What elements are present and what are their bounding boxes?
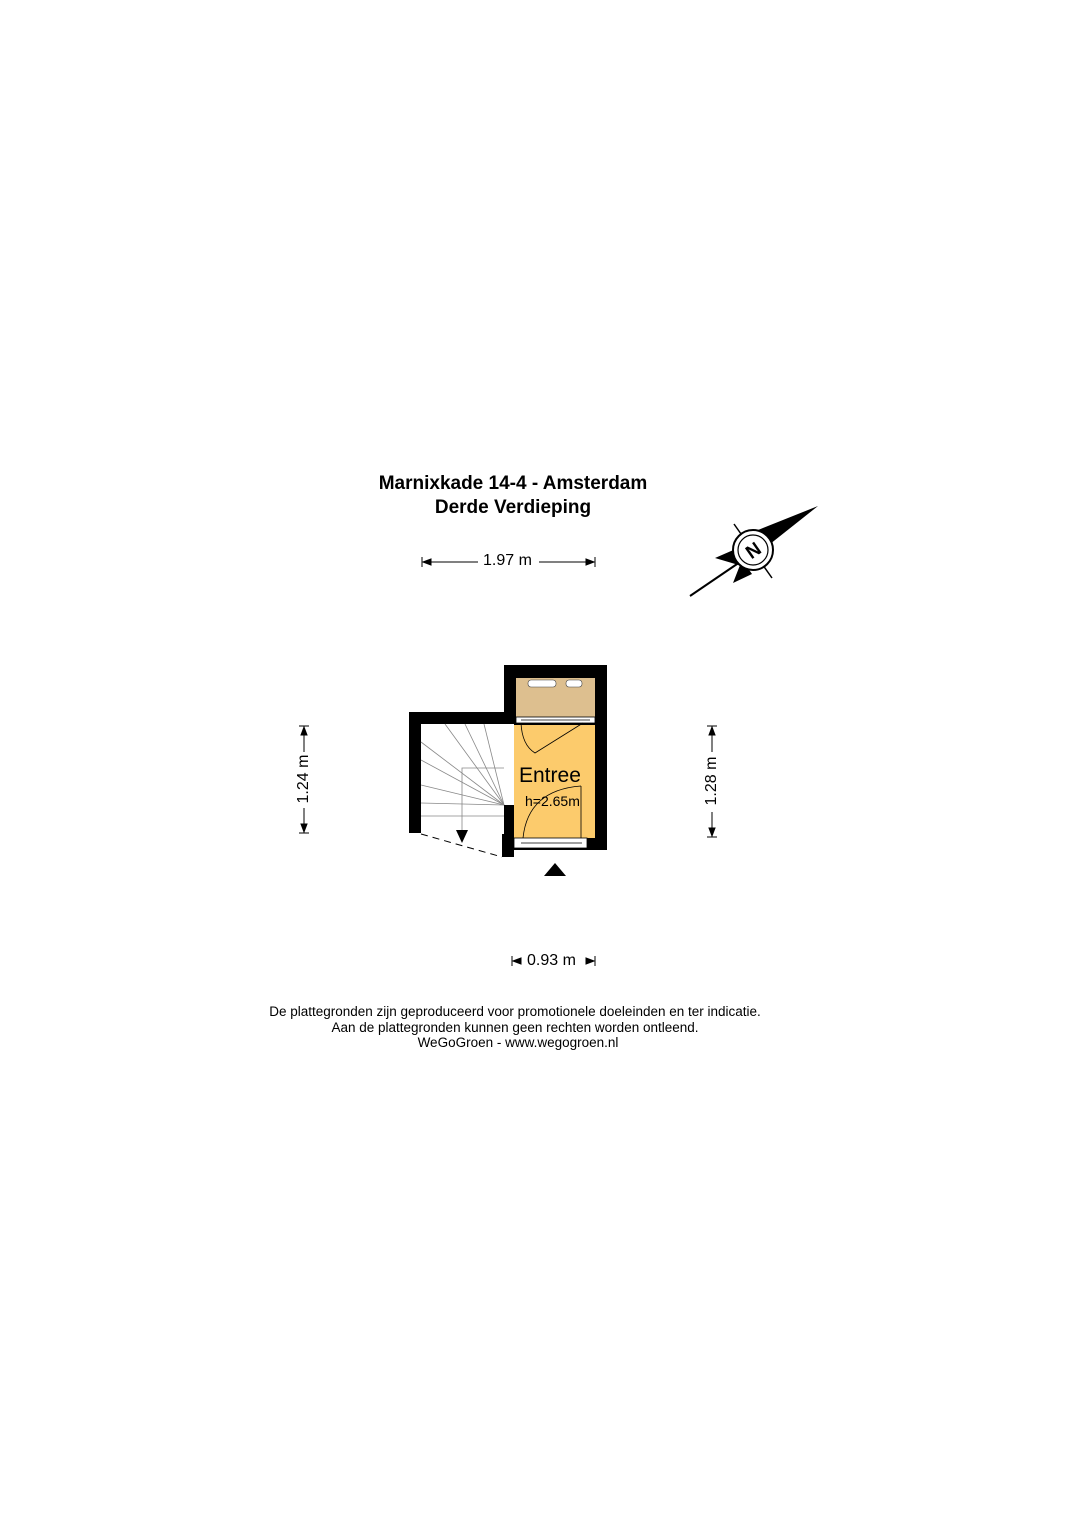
dimension-left (299, 725, 309, 834)
room-name: Entree (519, 764, 581, 787)
compass-icon: N (689, 506, 818, 597)
staircase (420, 723, 514, 858)
dimension-right (707, 725, 717, 838)
dim-top-label: 1.97 m (483, 552, 532, 569)
floor-name: Derde Verdieping (434, 497, 592, 518)
dim-bottom-label: 0.93 m (527, 952, 576, 969)
room-height: h=2.65m (525, 793, 580, 809)
disclaimer-line-2: Aan de plattegronden kunnen geen rechten… (331, 1019, 699, 1035)
door-entrance (513, 785, 588, 849)
entrance-arrow-icon (544, 863, 566, 876)
door-cabinet (515, 716, 596, 754)
dimension-top (421, 557, 596, 567)
plan-title: Marnixkade 14-4 - Amsterdam (378, 473, 648, 494)
company-credit: WeGoGroen - www.wegogroen.nl (417, 1035, 619, 1050)
cabinet (516, 678, 595, 718)
disclaimer-line-1: De plattegronden zijn geproduceerd voor … (269, 1004, 761, 1019)
dim-left-label: 1.24 m (295, 754, 312, 804)
dimension-bottom (511, 956, 596, 966)
dim-right-label: 1.28 m (703, 756, 720, 806)
